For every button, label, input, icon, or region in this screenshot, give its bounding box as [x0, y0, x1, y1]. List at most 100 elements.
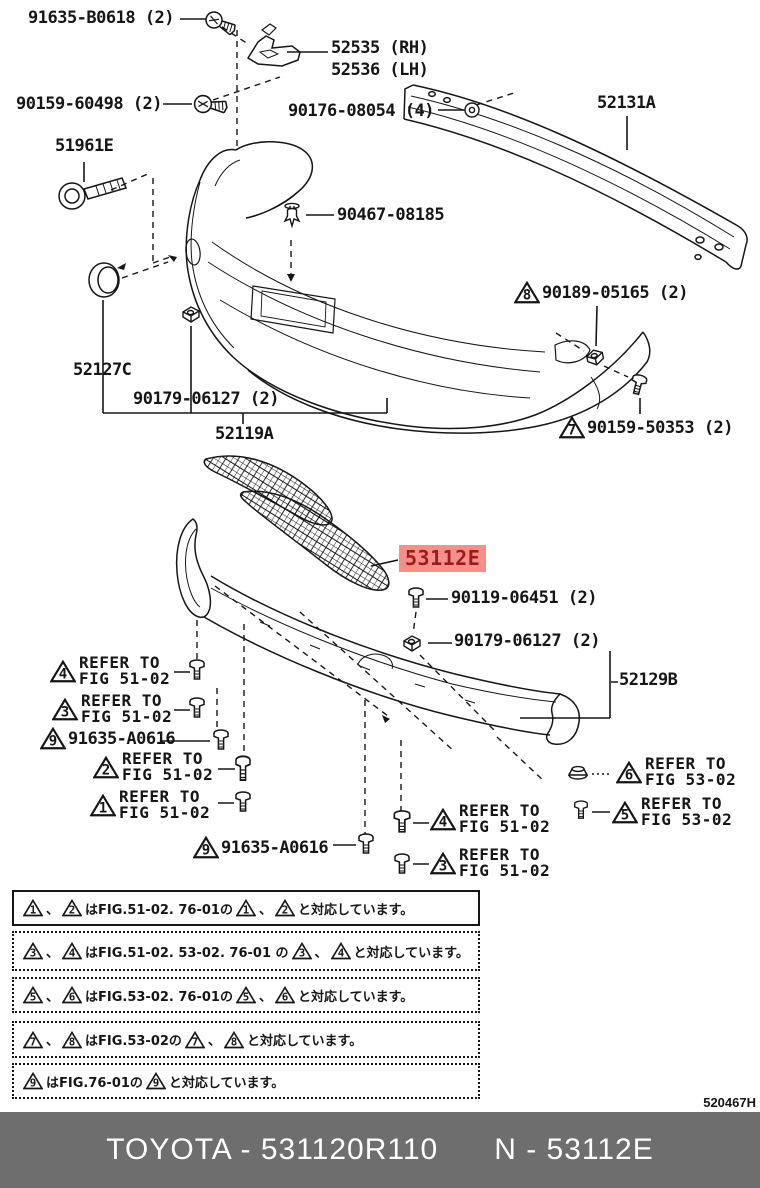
- note-bolt-nine-a: 9 91635-A0616: [39, 726, 176, 750]
- svg-text:3: 3: [61, 704, 69, 720]
- svg-text:1: 1: [99, 800, 107, 816]
- legend-text: 、: [258, 989, 272, 1005]
- refer-to-text: REFER TO: [79, 653, 161, 672]
- fig-ref-text: FIG 51-02: [122, 765, 214, 784]
- grille-drawing: [203, 455, 390, 591]
- bolt-icon: [408, 587, 424, 608]
- fig-ref-text: FIG 51-02: [79, 669, 171, 688]
- refer-to-text: REFER TO: [459, 845, 541, 864]
- footer-bar: TOYOTA - 531120R110 N - 53112E: [0, 1112, 760, 1188]
- svg-text:8: 8: [231, 1035, 238, 1048]
- fig-ref-text: FIG 51-02: [119, 803, 211, 822]
- triangle-marker: 7: [184, 1030, 206, 1049]
- fig-ref-text: FIG 53-02: [641, 810, 733, 829]
- triangle-marker: 4: [61, 941, 83, 960]
- svg-text:3: 3: [30, 946, 37, 959]
- triangle-marker: 2: [92, 755, 120, 779]
- svg-text:6: 6: [625, 767, 633, 783]
- part-label-hole-cover: 52127C: [73, 360, 132, 380]
- svg-text:9: 9: [202, 843, 210, 859]
- triangle-marker: 5: [235, 985, 257, 1004]
- legend-text: 、: [46, 902, 60, 918]
- svg-text:9: 9: [49, 734, 57, 750]
- triangle-marker: 5: [611, 800, 639, 824]
- part-label-spoiler: 52129B: [619, 670, 678, 690]
- legend-text: 、: [207, 1034, 221, 1049]
- triangle-marker: 2: [274, 898, 296, 917]
- triangle-marker: 7: [22, 1030, 44, 1049]
- part-label-screw-side: 90159-50353 (2): [587, 417, 734, 438]
- triangle-marker: 9: [39, 726, 67, 750]
- part-label-bracket-rh: 52535 (RH): [331, 38, 429, 58]
- hole-cover-drawing: [88, 262, 126, 298]
- svg-text:5: 5: [30, 990, 37, 1003]
- bolt-icon: [189, 659, 205, 680]
- triangle-marker: 6: [615, 760, 643, 784]
- grommet-icon: [464, 102, 480, 118]
- svg-text:4: 4: [337, 946, 344, 959]
- svg-text:1: 1: [30, 903, 37, 916]
- part-label-bumper-cover: 52119A: [215, 424, 274, 444]
- highlighted-part-label-grille[interactable]: 53112E: [399, 545, 487, 572]
- svg-text:4: 4: [59, 666, 67, 682]
- legend-text: はFIG.76-01の: [46, 1075, 143, 1091]
- spoiler-drawing: [175, 518, 581, 745]
- svg-text:7: 7: [30, 1035, 37, 1048]
- footer-part-code: N - 53112E: [494, 1133, 654, 1166]
- leader-lines: [83, 18, 641, 865]
- triangle-marker: 6: [61, 985, 83, 1004]
- parts-diagram-art: [58, 8, 748, 874]
- bolt-icon: [189, 697, 205, 718]
- refer-to-text: REFER TO: [122, 749, 204, 768]
- part-label-screw-top: 91635-B0618 (2): [28, 8, 175, 28]
- svg-text:8: 8: [523, 288, 531, 304]
- svg-text:2: 2: [69, 903, 76, 916]
- triangle-marker: 7: [558, 415, 586, 439]
- part-label-clip-side: 90189-05165 (2): [542, 282, 689, 303]
- clip-icon: [284, 202, 300, 227]
- bolt-icon: [394, 853, 410, 874]
- tow-hook-drawing: [58, 177, 128, 210]
- svg-text:1: 1: [243, 903, 250, 916]
- legend-text: 、: [258, 902, 272, 918]
- svg-text:4: 4: [439, 814, 447, 830]
- legend-text: と対応しています。: [297, 902, 414, 918]
- bolt-icon: [235, 755, 251, 781]
- reinforcement-drawing: [403, 84, 748, 270]
- svg-text:8: 8: [69, 1035, 76, 1048]
- svg-text:3: 3: [298, 946, 305, 959]
- doc-code: 520467H: [703, 1095, 756, 1110]
- triangle-marker: 8: [223, 1030, 245, 1049]
- fig-ref-text: FIG 51-02: [81, 707, 173, 726]
- flange-nut-icon: [568, 765, 588, 780]
- fig-ref-text: FIG 51-02: [459, 817, 551, 836]
- refer-to-text: REFER TO: [641, 794, 723, 813]
- part-label-bolt-reinf: 90176-08054 (4): [288, 101, 435, 121]
- triangle-marker: 9: [22, 1071, 44, 1090]
- legend-text: はFIG.53-02. 76-01の: [85, 989, 233, 1005]
- svg-text:9: 9: [30, 1076, 37, 1089]
- bolt-icon: [213, 729, 229, 750]
- triangle-marker: 8: [513, 280, 541, 304]
- svg-text:2: 2: [102, 762, 110, 778]
- legend-text: と対応しています。: [353, 945, 469, 961]
- bolt-icon: [628, 372, 649, 397]
- clip-nut-icon: [585, 347, 606, 368]
- svg-text:6: 6: [282, 990, 289, 1003]
- triangle-marker: 5: [22, 985, 44, 1004]
- triangle-marker: 4: [330, 941, 352, 960]
- legend-text: はFIG.51-02. 53-02. 76-01 の: [85, 945, 289, 961]
- triangle-marker: 1: [235, 898, 257, 917]
- part-label-bolt-nine: 91635-A0616: [221, 837, 329, 858]
- clip-nut-icon: [403, 635, 421, 652]
- legend-text: 、: [46, 1034, 60, 1049]
- note-clip-side: 8 90189-05165 (2): [513, 280, 689, 304]
